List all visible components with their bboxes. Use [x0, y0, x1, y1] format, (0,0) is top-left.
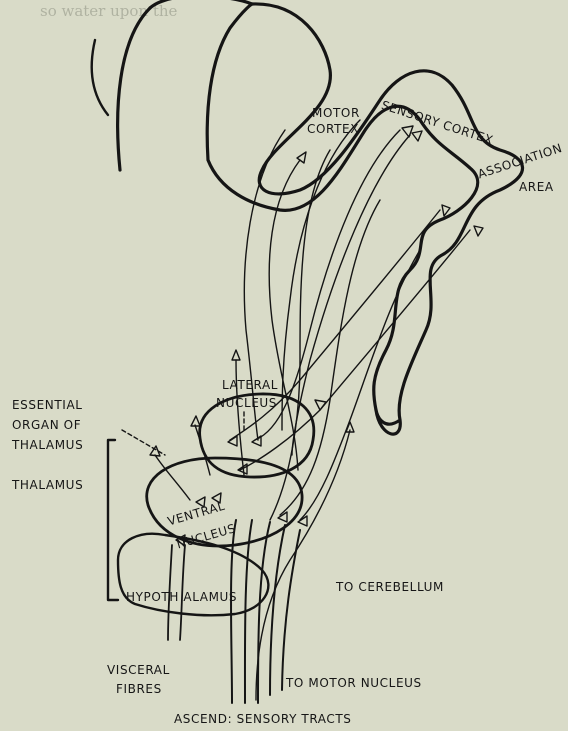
lower-brain-outline — [92, 40, 108, 115]
label-thalamus: THALAMUS — [12, 478, 83, 492]
label-fibres: FIBRES — [116, 682, 162, 696]
ascending-tract-3 — [258, 522, 270, 703]
label-ascend-sensory-tracts: ASCEND: SENSORY TRACTS — [174, 712, 352, 726]
label-to-cerebellum: TO CEREBELLUM — [336, 580, 444, 594]
ascending-tract-1 — [231, 520, 236, 703]
ascending-tract-5 — [282, 530, 300, 690]
essential-organ-pointer — [122, 430, 165, 455]
label-lateral: LATERAL — [222, 378, 278, 392]
thalamus-bracket — [108, 440, 118, 600]
projection-fibres — [155, 120, 470, 700]
label-visceral: VISCERAL — [107, 663, 170, 677]
label-organ-of: ORGAN OF — [12, 418, 81, 432]
label-to-motor-nucleus: TO MOTOR NUCLEUS — [286, 676, 422, 690]
label-motor: MOTOR — [312, 106, 360, 120]
label-lateral-nucleus: NUCLEUS — [216, 396, 277, 410]
label-essential: ESSENTIAL — [12, 398, 83, 412]
left-wavy-outline — [150, 0, 252, 8]
label-hypothalamus: HYPOTH ALAMUS — [126, 590, 237, 604]
label-area: AREA — [519, 180, 554, 194]
label-thalamus-essential: THALAMUS — [12, 438, 83, 452]
label-cortex: CORTEX — [307, 122, 359, 136]
cortex-boundary — [118, 4, 523, 434]
